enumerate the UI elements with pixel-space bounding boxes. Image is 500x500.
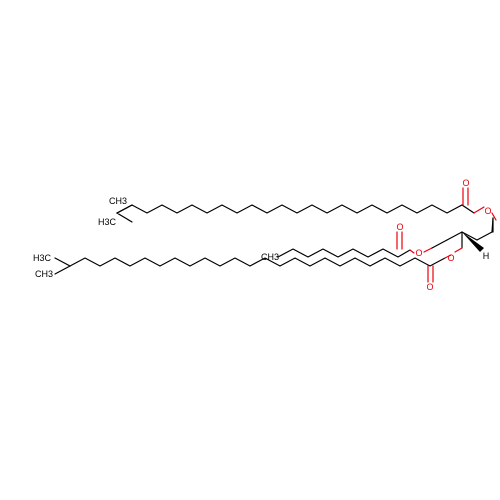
label-o-ester-bottom: O [447,253,454,263]
label-o-carbonyl-middle: O [396,222,403,232]
chain-top-isoalkyl [115,187,497,233]
label-h3c-top: H3C [98,217,117,227]
label-ch3-bottom: CH3 [35,269,53,279]
chain-middle-octanoyl [277,231,448,258]
stereo-wedge-h [462,232,484,252]
label-o-carbonyl-top: O [462,178,469,188]
label-h3c-bottom: H3C [33,253,52,263]
chain-bottom-anteisoalkyl [54,254,452,283]
label-o-ester-middle: O [415,248,422,258]
label-o-carbonyl-bottom: O [426,282,433,292]
label-o-ester-top: O [484,206,491,216]
label-ch3-middle: CH3 [261,252,279,262]
glycerol-backbone [446,217,494,253]
label-h-stereo: H [483,251,490,261]
label-ch3-top: CH3 [109,196,127,206]
